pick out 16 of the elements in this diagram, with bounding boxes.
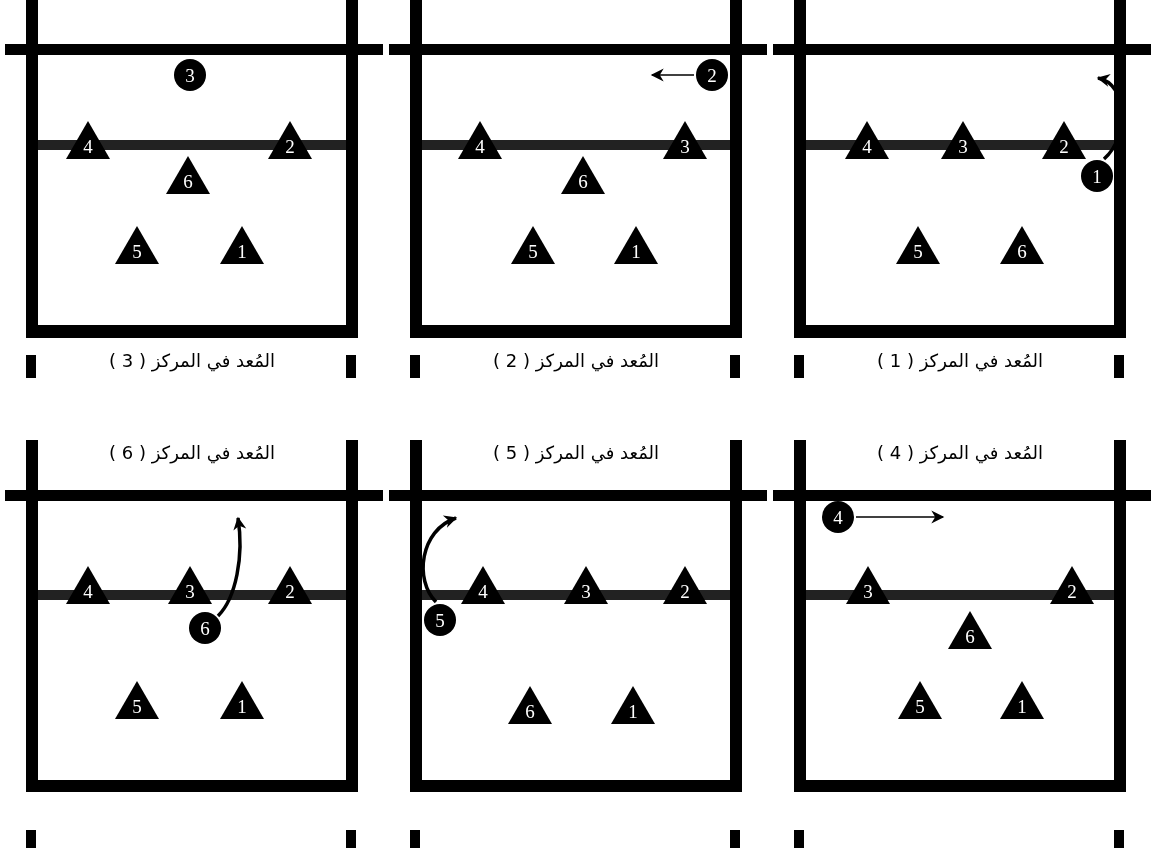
player-circle: 2: [696, 59, 728, 91]
movement-arrow: [650, 68, 695, 82]
court-caption: المُعد في المركز ( 3 ): [108, 350, 276, 371]
movement-arrow: [855, 510, 945, 524]
movement-arrow: [421, 516, 458, 604]
court-caption: المُعد في المركز ( 4 ): [876, 442, 1044, 463]
court-caption: المُعد في المركز ( 6 ): [108, 442, 276, 463]
player-circle: 5: [424, 604, 456, 636]
court-caption: المُعد في المركز ( 2 ): [492, 350, 660, 371]
movement-arrow: [216, 516, 246, 618]
court-caption: المُعد في المركز ( 1 ): [876, 350, 1044, 371]
player-circle: 3: [174, 59, 206, 91]
court-caption: المُعد في المركز ( 5 ): [492, 442, 660, 463]
player-circle: 6: [189, 612, 221, 644]
player-circle: 4: [822, 501, 854, 533]
player-circle: 1: [1081, 160, 1113, 192]
